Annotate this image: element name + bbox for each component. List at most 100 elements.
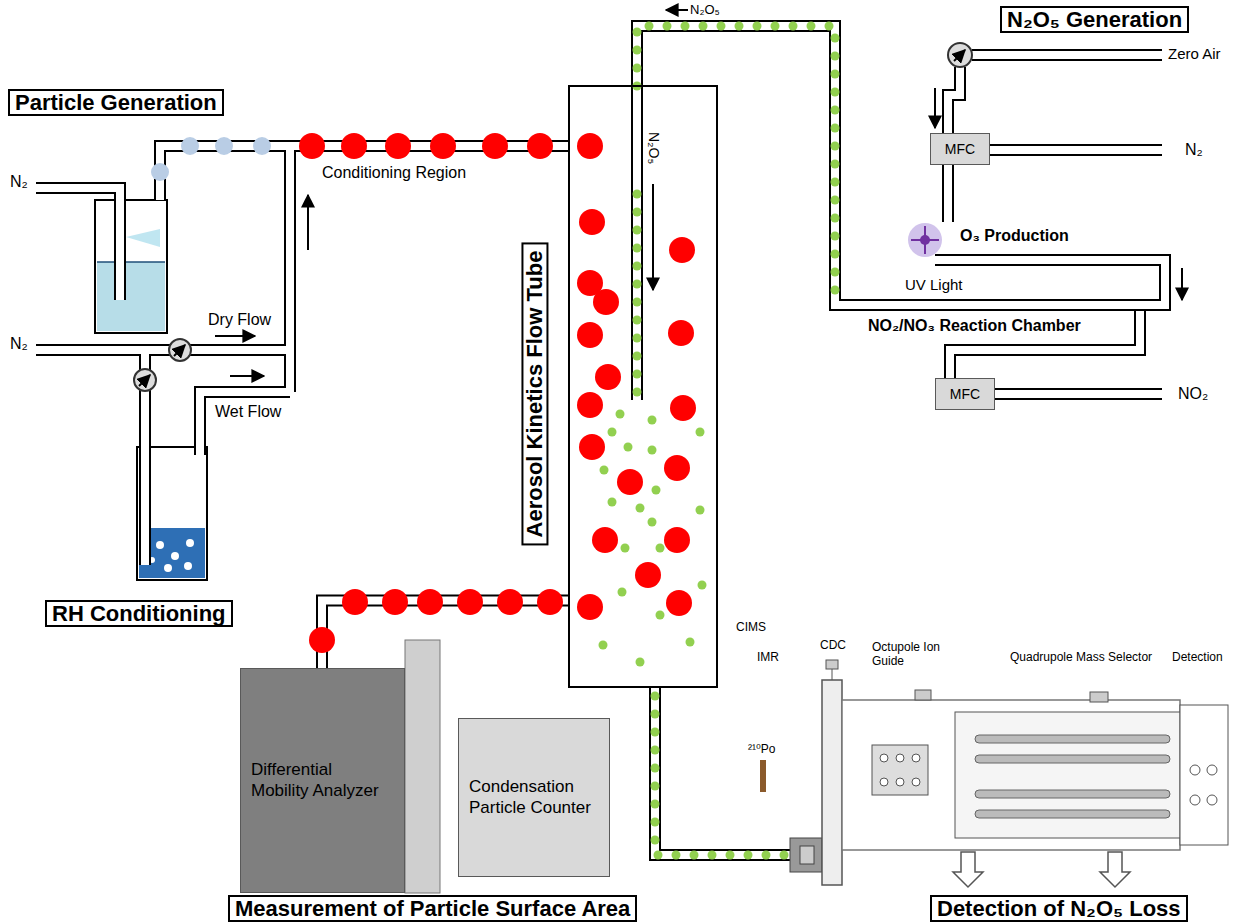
n2o5-dot: [633, 28, 642, 37]
n2o5-dot: [789, 22, 798, 31]
n2o5-dot: [831, 250, 840, 259]
drawing-part: [972, 51, 1162, 59]
part-label: ²¹⁰Po: [748, 742, 775, 756]
instrument-box: Differential Mobility Analyzer: [240, 668, 405, 893]
drawing-part: [497, 589, 523, 615]
drawing-part: [537, 589, 563, 615]
valve: [134, 369, 156, 391]
drawing-part: [975, 735, 1170, 818]
drawing-part: [912, 754, 920, 762]
n2o5-dot: [831, 124, 840, 133]
part-label: Dry Flow: [208, 310, 271, 329]
drawing-part: [457, 589, 483, 615]
node-text: N₂O₅ Generation: [1007, 8, 1182, 31]
n2o5-dot: [831, 106, 840, 115]
atomizer-liquid: [97, 262, 165, 331]
drawing-part: [1190, 765, 1200, 775]
heading-box: Measurement of Particle Surface Area: [228, 895, 637, 922]
part-label: O₃ Production: [960, 226, 1069, 245]
drawing-part: [1190, 795, 1200, 805]
n2o5-dot: [831, 70, 840, 79]
drawing-part: [230, 375, 264, 377]
drawing-part: [592, 527, 618, 553]
drawing-part: [995, 390, 1162, 398]
part-label: UV Light: [905, 276, 963, 294]
n2o5-dot: [735, 22, 744, 31]
part-label: Octupole Ion Guide: [872, 640, 942, 669]
heading-box: N₂O₅ Generation: [1000, 6, 1189, 33]
drawing-part: [593, 289, 619, 315]
seed-droplets: [151, 137, 271, 181]
n2o5-dot: [654, 851, 663, 860]
n2o5-dot: [633, 262, 642, 271]
n2o5-dot: [633, 352, 642, 361]
drawing-part: [616, 410, 625, 419]
drawing-part: [972, 49, 1162, 61]
node-text: Differential Mobility Analyzer: [251, 760, 394, 801]
drawing-part: [621, 544, 630, 553]
n2o5-dot: [717, 22, 726, 31]
n2o5-dot: [651, 800, 660, 809]
drawing-part: [36, 188, 120, 300]
drawing-part: [760, 760, 766, 792]
drawing-part: [696, 506, 705, 515]
spray-plume: [126, 229, 160, 247]
drawing-part: [139, 375, 150, 386]
drawing-part: [184, 562, 192, 570]
n2o5-dot: [633, 370, 642, 379]
n2o5-dot: [831, 52, 840, 61]
drawing-part: [595, 364, 621, 390]
drawing-part: [382, 589, 408, 615]
drawing-part: [1090, 692, 1108, 702]
drawing-part: [652, 486, 661, 495]
part-label: Conditioning Region: [322, 163, 466, 182]
drawing-part: [656, 544, 665, 553]
n2o5-dot: [681, 22, 690, 31]
drawing-part: [842, 700, 1180, 850]
drawing-part: [953, 852, 983, 887]
drawing-part: [826, 660, 838, 669]
drawing-part: [299, 133, 325, 159]
n2o5-dot: [651, 818, 660, 827]
node-text: RH Conditioning: [52, 602, 226, 625]
n2o5-dot: [762, 851, 771, 860]
drawing-part: [156, 541, 164, 549]
drawing-part: [955, 712, 1180, 838]
drawing-part: [624, 443, 633, 452]
n2o5-dot: [831, 142, 840, 151]
drawing-part: [286, 146, 294, 392]
drawing-part: [385, 133, 411, 159]
instrument-box: Condensation Particle Counter: [458, 718, 610, 877]
drawing-part: [309, 627, 335, 653]
drawing-part: [656, 611, 665, 620]
cims-instrument: [760, 660, 1228, 887]
drawing-part: [341, 133, 367, 159]
n2o5-dot: [633, 226, 642, 235]
drawing-part: [599, 641, 608, 650]
n2o5-dot: [708, 851, 717, 860]
n2o5-molecules: [599, 410, 707, 667]
atomizer-bottle: [95, 200, 167, 333]
drawing-part: [36, 344, 290, 356]
drawing-part: [618, 588, 627, 597]
drawing-part: [668, 320, 694, 346]
drawing-part: [617, 469, 643, 495]
drawing-part: [215, 335, 255, 337]
drawing-part: [482, 133, 508, 159]
part-label: N₂O₅: [646, 132, 663, 164]
drawing-part: [934, 88, 936, 128]
drawing-part: [577, 594, 603, 620]
n2o5-dot: [633, 244, 642, 253]
drawing-part: [215, 137, 233, 155]
n2o5-dot: [633, 64, 642, 73]
n2o5-dot: [831, 88, 840, 97]
n2o5-dot: [663, 22, 672, 31]
drawing-part: [686, 638, 695, 647]
n2o5-dot: [831, 214, 840, 223]
drawing-part: [800, 846, 814, 864]
drawing-part: [648, 446, 657, 455]
drawing-part: [948, 43, 972, 67]
n2o5-dot: [807, 22, 816, 31]
